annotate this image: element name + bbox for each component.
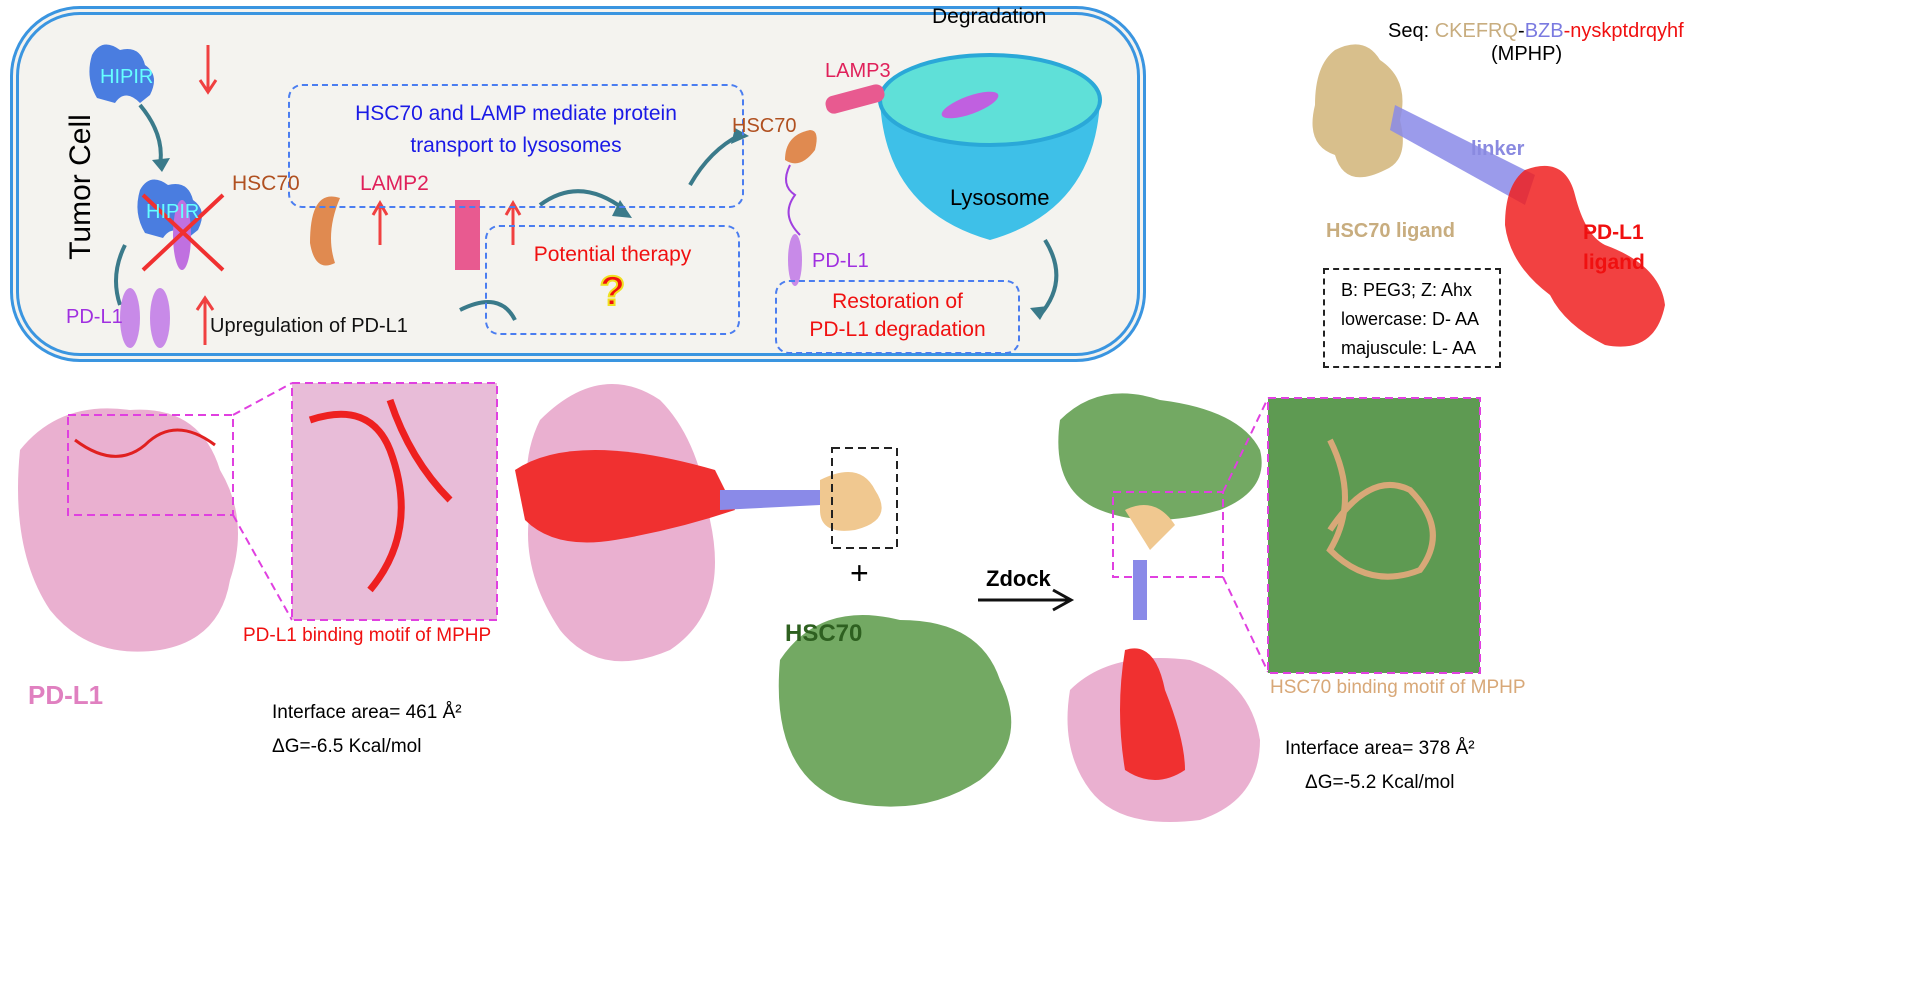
lysosome-label: Lysosome bbox=[950, 185, 1050, 210]
lamp2-label: LAMP2 bbox=[360, 172, 429, 195]
restoration-line1: Restoration of bbox=[832, 290, 963, 313]
down-arrow-icon bbox=[198, 45, 218, 95]
hsc70-ligand-label: HSC70 ligand bbox=[1326, 220, 1455, 242]
hsc70-label: HSC70 bbox=[232, 172, 300, 195]
restoration-line2: PD-L1 degradation bbox=[809, 318, 986, 341]
abbreviation-legend: B: PEG3; Z: Ahx lowercase: D- AA majuscu… bbox=[1323, 268, 1501, 368]
legend-item: B: PEG3; Z: Ahx bbox=[1341, 280, 1473, 300]
zdock-arrow-icon bbox=[978, 588, 1075, 612]
pdl1-ligand-label: PD-L1 ligand bbox=[1583, 218, 1645, 278]
pdl1-ligand-mesh bbox=[1505, 165, 1665, 347]
hsc70-ligand-mesh bbox=[1312, 44, 1403, 178]
upregulation-label: Upregulation of PD-L1 bbox=[210, 315, 408, 337]
pdl1-structure bbox=[18, 408, 238, 652]
seq-linker-part: BZB bbox=[1524, 20, 1564, 42]
hsc70-right-label: HSC70 bbox=[732, 115, 797, 137]
seq-pdl1-part: -nyskptdrqyhf bbox=[1563, 20, 1684, 42]
lamp3-protein-icon bbox=[825, 84, 885, 114]
hsc70-motif-caption: HSC70 binding motif of MPHP bbox=[1270, 677, 1526, 698]
hsc70-bound-icon bbox=[785, 130, 817, 164]
legend-item: majuscule: L- AA bbox=[1341, 338, 1477, 358]
hsc70-motif-zoom bbox=[1267, 397, 1481, 674]
pdl1-ligand-line2: ligand bbox=[1583, 251, 1645, 274]
delta-g-right: ΔG=-5.2 Kcal/mol bbox=[1305, 772, 1455, 793]
hsc70-structure-label: HSC70 bbox=[785, 620, 863, 647]
pdl1-motif-caption: PD-L1 binding motif of MPHP bbox=[243, 625, 492, 646]
potential-therapy-box: Potential therapy ? bbox=[485, 225, 740, 335]
hsc70-ligand-surface bbox=[820, 472, 882, 531]
pdl1-left-label: PD-L1 bbox=[66, 306, 123, 328]
pdl1-structure-label: PD-L1 bbox=[28, 680, 104, 710]
potential-therapy-text: Potential therapy bbox=[533, 243, 692, 266]
seq-hsc70-part: CKEFRQ bbox=[1434, 20, 1519, 42]
delta-g-left: ΔG=-6.5 Kcal/mol bbox=[272, 736, 422, 757]
interface-area-right: Interface area= 378 Å² bbox=[1285, 738, 1475, 759]
degradation-label: Degradation bbox=[932, 5, 1047, 28]
up-arrow-icon bbox=[195, 295, 215, 345]
curved-arrow-icon bbox=[138, 103, 163, 166]
sequence-label: Seq: CKEFRQ-BZB-nyskptdrqyhf bbox=[1388, 20, 1684, 43]
mediate-text: HSC70 and LAMP mediate protein transport… bbox=[355, 102, 677, 157]
cross-mark-icon bbox=[141, 193, 225, 272]
pdl1-right-icon bbox=[788, 234, 802, 286]
hipir-crossed-label: HIPIR bbox=[146, 201, 200, 223]
pdl1-ligand-line1: PD-L1 bbox=[1583, 221, 1644, 244]
linker-mesh bbox=[1390, 105, 1535, 205]
seq-dash: - bbox=[1518, 20, 1525, 42]
pdl1-ellipse-icon bbox=[120, 288, 140, 348]
interface-area-left: Interface area= 461 Å² bbox=[272, 702, 462, 723]
lamp3-label: LAMP3 bbox=[825, 60, 891, 82]
zdock-label: Zdock bbox=[986, 566, 1051, 591]
legend-item: lowercase: D- AA bbox=[1341, 309, 1480, 329]
hipir-label: HIPIR bbox=[100, 66, 154, 88]
lamp2-protein-icon bbox=[455, 200, 480, 270]
restoration-box: Restoration of PD-L1 degradation bbox=[775, 280, 1020, 354]
linker-label: linker bbox=[1471, 138, 1525, 160]
docked-hsc70-structure bbox=[1058, 393, 1262, 520]
mphp-name: (MPHP) bbox=[1491, 43, 1563, 65]
seq-prefix: Seq: bbox=[1388, 20, 1435, 42]
lysosome-icon bbox=[880, 100, 1100, 240]
hsc70-structure bbox=[778, 615, 1012, 807]
question-mark-icon: ? bbox=[599, 266, 627, 315]
pdl1-right-label: PD-L1 bbox=[812, 250, 869, 272]
hipir-protein-icon bbox=[89, 44, 154, 103]
plus-sign: + bbox=[850, 555, 869, 591]
mediate-box bbox=[288, 84, 744, 208]
pdl1-motif-zoom bbox=[291, 382, 498, 621]
hsc70-protein-icon bbox=[310, 196, 340, 266]
